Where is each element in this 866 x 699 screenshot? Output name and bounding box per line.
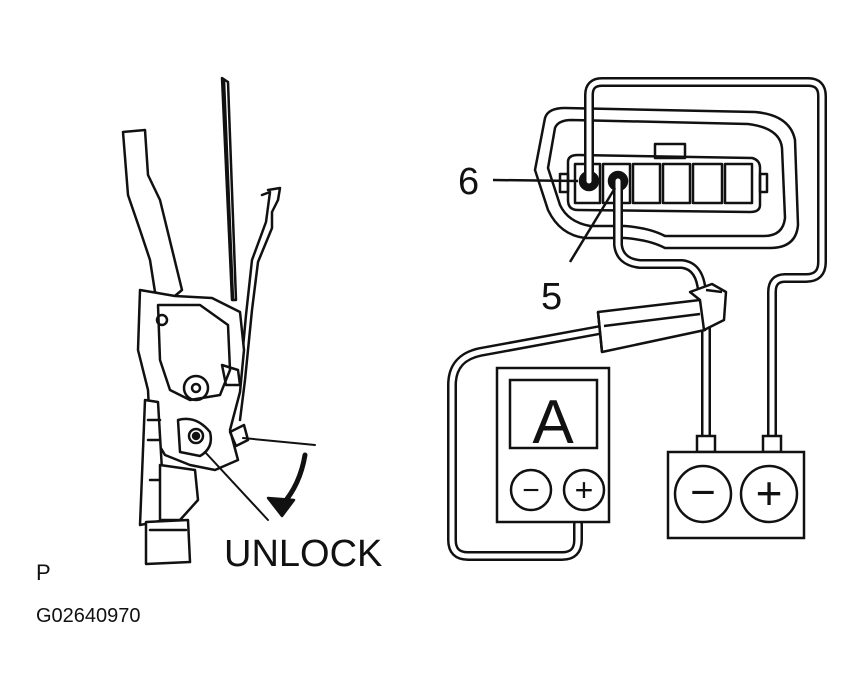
door-lock-assembly	[121, 76, 316, 566]
pin-leaders	[492, 178, 617, 263]
ammeter-plus-terminal: +	[575, 472, 594, 508]
ammeter	[495, 366, 611, 524]
ammeter-minus-terminal: −	[522, 474, 540, 507]
pin-6-label: 6	[458, 161, 479, 203]
unlock-label: UNLOCK	[224, 533, 382, 575]
lock-motor-connector	[533, 106, 800, 250]
battery-plus-terminal: +	[756, 467, 783, 519]
battery	[666, 434, 806, 540]
battery-minus-terminal: −	[690, 468, 716, 517]
corner-p-label: P	[36, 560, 51, 585]
alligator-clip	[596, 282, 728, 354]
test-leads	[447, 77, 827, 561]
ammeter-letter: A	[532, 388, 574, 457]
pin-5-label: 5	[541, 276, 562, 318]
figure-code: G02640970	[36, 605, 141, 627]
